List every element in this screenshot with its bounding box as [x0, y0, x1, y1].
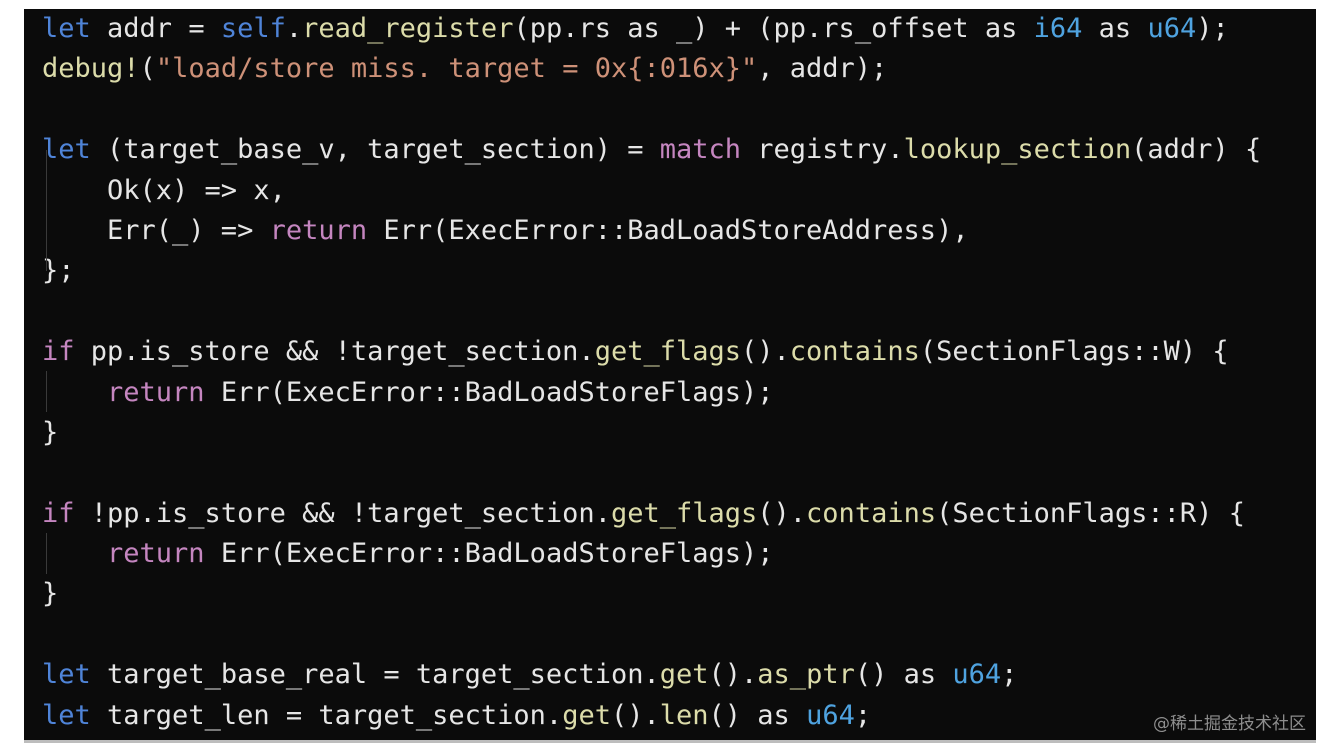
code-token: debug!: [42, 53, 140, 85]
code-token: let: [42, 13, 91, 44]
code-token: ().: [757, 497, 807, 529]
code-token: return: [269, 214, 368, 246]
code-token: target_len = target_section.: [90, 699, 563, 731]
code-token: (target_base_v, target_section) =: [90, 134, 660, 166]
code-token: addr =: [90, 13, 221, 44]
code-token: get: [659, 659, 709, 691]
code-token: len: [659, 699, 709, 731]
code-token: registry.: [741, 134, 904, 166]
indent-guide: [46, 533, 47, 574]
code-token: }: [42, 578, 59, 610]
code-line: Err(_) => return Err(ExecError::BadLoadS…: [42, 211, 1261, 251]
code-line: }: [42, 574, 1261, 614]
code-token: as_ptr: [757, 659, 855, 691]
code-token: contains: [789, 336, 920, 368]
indent-guide: [46, 150, 47, 271]
code-token: i64: [1033, 13, 1083, 44]
code-token: "load/store miss. target = 0x{:016x}": [155, 53, 758, 85]
code-token: (: [139, 53, 156, 85]
code-token: !pp.is_store && !target_section.: [74, 497, 611, 529]
code-token: Ok(x) => x,: [42, 174, 286, 206]
code-token: Err(_) =>: [42, 214, 270, 246]
code-token: (SectionFlags::W) {: [919, 336, 1229, 368]
code-line: let target_base_real = target_section.ge…: [42, 655, 1261, 695]
code-token: );: [1196, 13, 1229, 44]
code-block: let addr = self.read_register(pp.rs as _…: [42, 9, 1261, 736]
code-line: Ok(x) => x,: [42, 171, 1261, 211]
code-token: get_flags: [610, 497, 758, 529]
watermark: @稀土掘金技术社区: [1153, 714, 1306, 734]
code-line: [42, 292, 1261, 332]
code-token: if: [42, 497, 75, 529]
code-token: ().: [610, 699, 660, 731]
code-token: , addr);: [757, 53, 888, 85]
code-token: };: [42, 255, 75, 287]
code-line: return Err(ExecError::BadLoadStoreFlags)…: [42, 373, 1261, 413]
code-token: ;: [1001, 659, 1018, 691]
code-editor: let addr = self.read_register(pp.rs as _…: [24, 9, 1316, 740]
code-token: self: [220, 13, 286, 44]
code-token: Err(ExecError::BadLoadStoreAddress),: [367, 214, 969, 246]
code-token: Err(ExecError::BadLoadStoreFlags);: [204, 538, 774, 570]
code-token: as: [1082, 13, 1148, 44]
code-token: u64: [1147, 13, 1197, 44]
code-line: let addr = self.read_register(pp.rs as _…: [42, 9, 1261, 49]
code-token: lookup_section: [903, 134, 1132, 166]
code-token: ;: [854, 699, 872, 731]
code-line: let (target_base_v, target_section) = ma…: [42, 130, 1261, 170]
code-token: u64: [806, 699, 855, 731]
code-line: return Err(ExecError::BadLoadStoreFlags)…: [42, 534, 1261, 574]
code-token: u64: [952, 659, 1002, 691]
code-token: Err(ExecError::BadLoadStoreFlags);: [204, 376, 774, 408]
code-token: () as: [708, 699, 807, 731]
code-token: let: [42, 134, 91, 166]
code-token: if: [42, 336, 75, 368]
code-token: [42, 377, 107, 408]
code-token: (addr) {: [1131, 134, 1262, 166]
code-token: [42, 538, 107, 569]
code-line: [42, 453, 1261, 493]
code-token: return: [107, 538, 205, 570]
code-token: let: [42, 699, 91, 731]
indent-guide: [46, 371, 47, 412]
code-token: pp.is_store && !target_section.: [74, 336, 595, 368]
code-token: return: [107, 376, 205, 408]
code-line: }: [42, 413, 1261, 453]
code-token: ().: [708, 659, 758, 691]
code-token: (pp.rs as _) + (pp.rs_offset as: [513, 13, 1034, 44]
code-token: let: [42, 659, 91, 691]
code-line: if !pp.is_store && !target_section.get_f…: [42, 494, 1261, 534]
editor-bottom-border: [24, 740, 1316, 743]
code-line: if pp.is_store && !target_section.get_fl…: [42, 332, 1261, 372]
code-token: }: [42, 416, 59, 448]
code-token: match: [659, 134, 742, 166]
code-line: debug!("load/store miss. target = 0x{:01…: [42, 49, 1261, 89]
code-token: (SectionFlags::R) {: [936, 497, 1245, 529]
code-token: .: [285, 13, 303, 44]
code-line: let target_len = target_section.get().le…: [42, 696, 1261, 736]
code-token: get_flags: [594, 336, 741, 368]
code-token: target_base_real = target_section.: [90, 659, 660, 691]
code-line: };: [42, 251, 1261, 291]
code-token: read_register: [302, 13, 514, 44]
code-token: contains: [806, 497, 937, 529]
code-token: ().: [741, 336, 790, 368]
code-line: [42, 90, 1261, 130]
code-token: get: [562, 699, 611, 731]
code-token: () as: [854, 659, 953, 691]
code-line: [42, 615, 1261, 655]
